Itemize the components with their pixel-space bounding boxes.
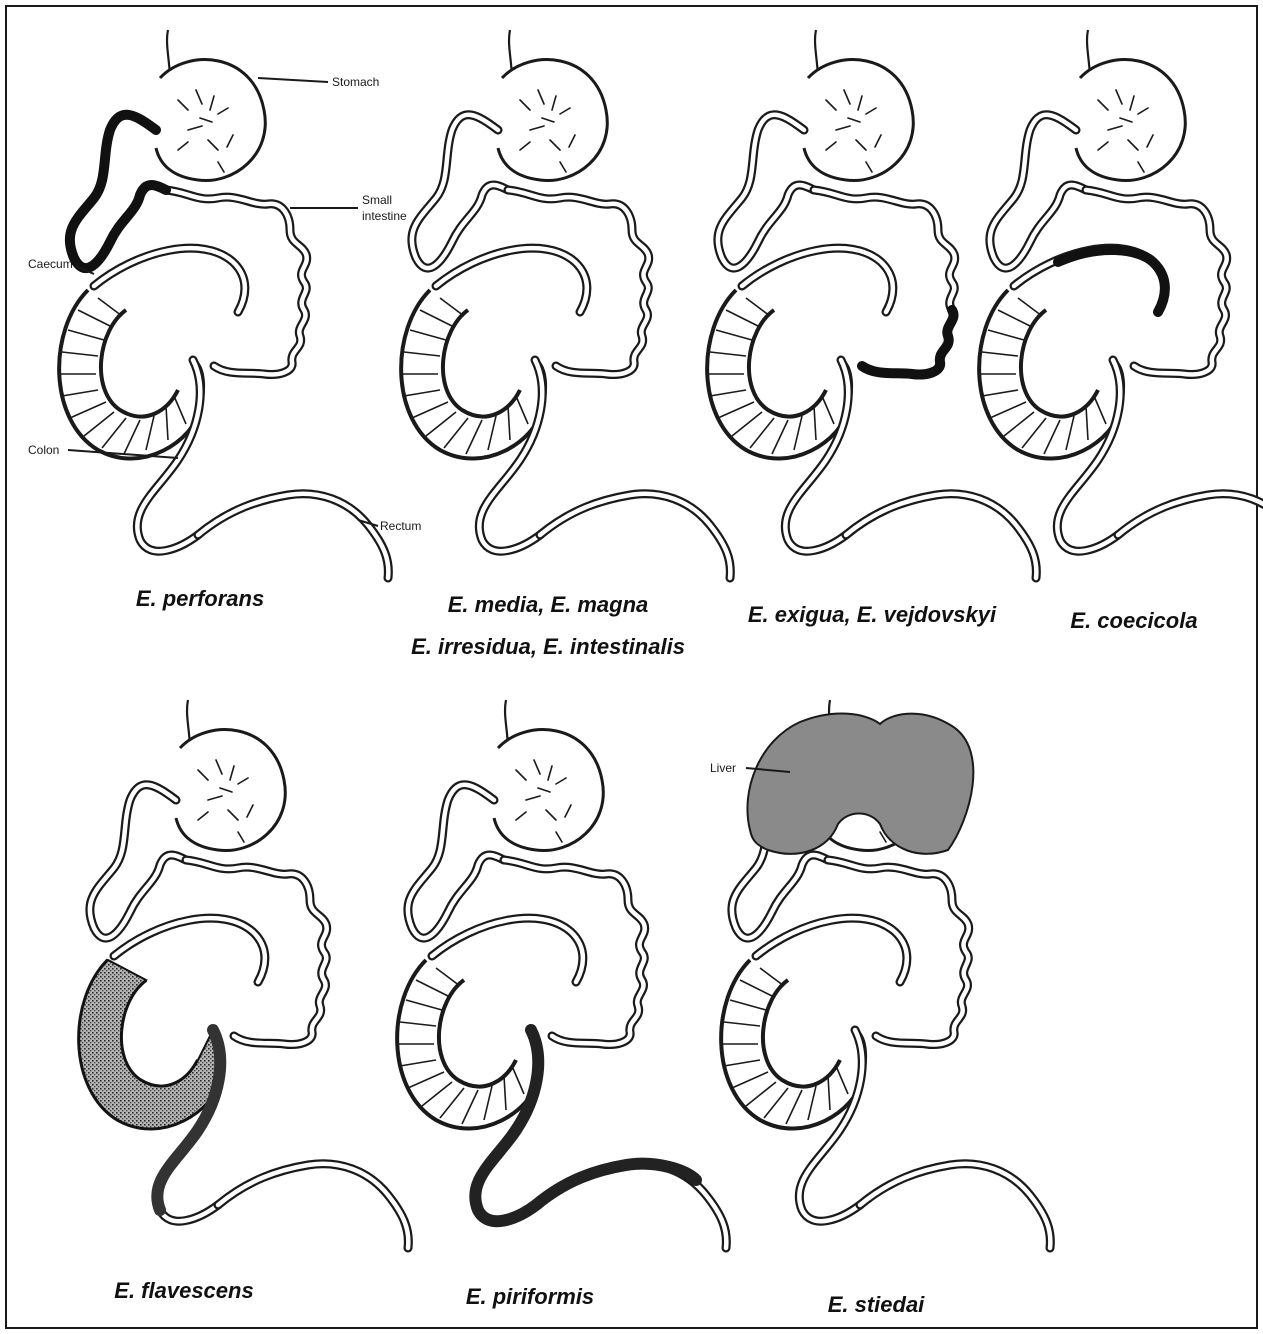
stomach-leader — [258, 78, 328, 82]
species-label-media-line1: E. media, E. magna — [448, 592, 649, 617]
species-label-exigua: E. exigua, E. vejdovskyi — [748, 602, 997, 627]
colon-label: Colon — [28, 443, 59, 457]
panel-piriformis — [397, 700, 726, 1248]
highlight-duodenum — [70, 115, 166, 268]
panel-media — [401, 30, 730, 578]
stomach-label: Stomach — [332, 75, 379, 89]
highlight-caecum — [79, 960, 223, 1129]
rectum-label: Rectum — [380, 519, 421, 533]
intestinal-tract — [59, 30, 388, 578]
species-label-coecicola: E. coecicola — [1070, 608, 1197, 633]
species-label-media-line2: E. irresidua, E. intestinalis — [411, 634, 685, 659]
panel-exigua — [707, 30, 1036, 578]
caecum-label: Caecum — [28, 257, 73, 271]
panel-flavescens — [79, 700, 408, 1248]
small-intestine-label-line1: Small — [362, 193, 392, 207]
highlight-distal-ileum — [862, 310, 954, 375]
highlight-colon — [475, 1030, 696, 1221]
species-label-flavescens: E. flavescens — [114, 1278, 253, 1303]
small-intestine-label-line2: intestine — [362, 209, 407, 223]
species-label-piriformis: E. piriformis — [466, 1284, 594, 1309]
species-label-stiedai: E. stiedai — [828, 1292, 925, 1317]
panel-stiedai: Liver — [710, 700, 1050, 1248]
panel-perforans: Stomach Small intestine Caecum Colon Rec… — [28, 30, 421, 578]
highlight-appendix — [1058, 250, 1165, 312]
intestinal-tract — [401, 30, 730, 578]
panel-coecicola — [979, 30, 1263, 578]
liver-label: Liver — [710, 761, 736, 775]
intestinal-tract — [707, 30, 1036, 578]
species-label-perforans: E. perforans — [136, 586, 264, 611]
intestinal-tract — [979, 30, 1263, 578]
